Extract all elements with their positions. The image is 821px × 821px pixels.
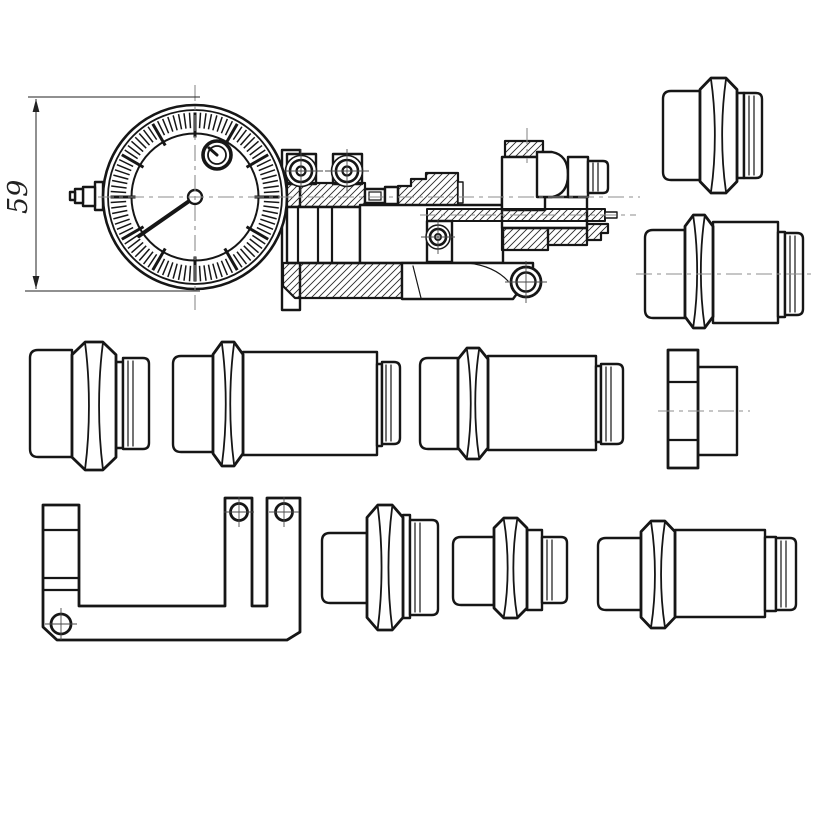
dimension-59: 59	[3, 96, 200, 292]
dimension-label: 59	[3, 180, 34, 214]
support-bracket	[41, 496, 302, 642]
indicator-stem	[68, 180, 105, 212]
sub-dial	[201, 139, 233, 171]
indicator-carriage	[280, 139, 618, 312]
spindle	[396, 171, 460, 208]
arrow-down	[32, 276, 40, 289]
clamp-jaw	[535, 150, 570, 199]
adapter-bot-2	[451, 516, 569, 620]
base-foot	[281, 261, 404, 300]
adapter-top-small	[661, 76, 764, 195]
adapter-mid-4	[666, 348, 739, 470]
adapter-mid-1	[28, 340, 151, 472]
centerlines	[98, 85, 812, 412]
adapter-mid-3	[418, 346, 625, 461]
adapter-top-large	[643, 213, 805, 330]
fastening-screws	[279, 149, 547, 303]
arrow-up	[32, 99, 40, 112]
adapter-bot-1	[320, 503, 440, 632]
dial-needle	[137, 195, 197, 238]
bracket-holes	[45, 497, 299, 640]
adapter-set	[28, 76, 805, 632]
sub-dial-needle	[207, 146, 219, 157]
adapter-bot-3	[596, 519, 798, 630]
clamp-head	[500, 139, 610, 252]
adapter-mid-2	[171, 340, 402, 468]
